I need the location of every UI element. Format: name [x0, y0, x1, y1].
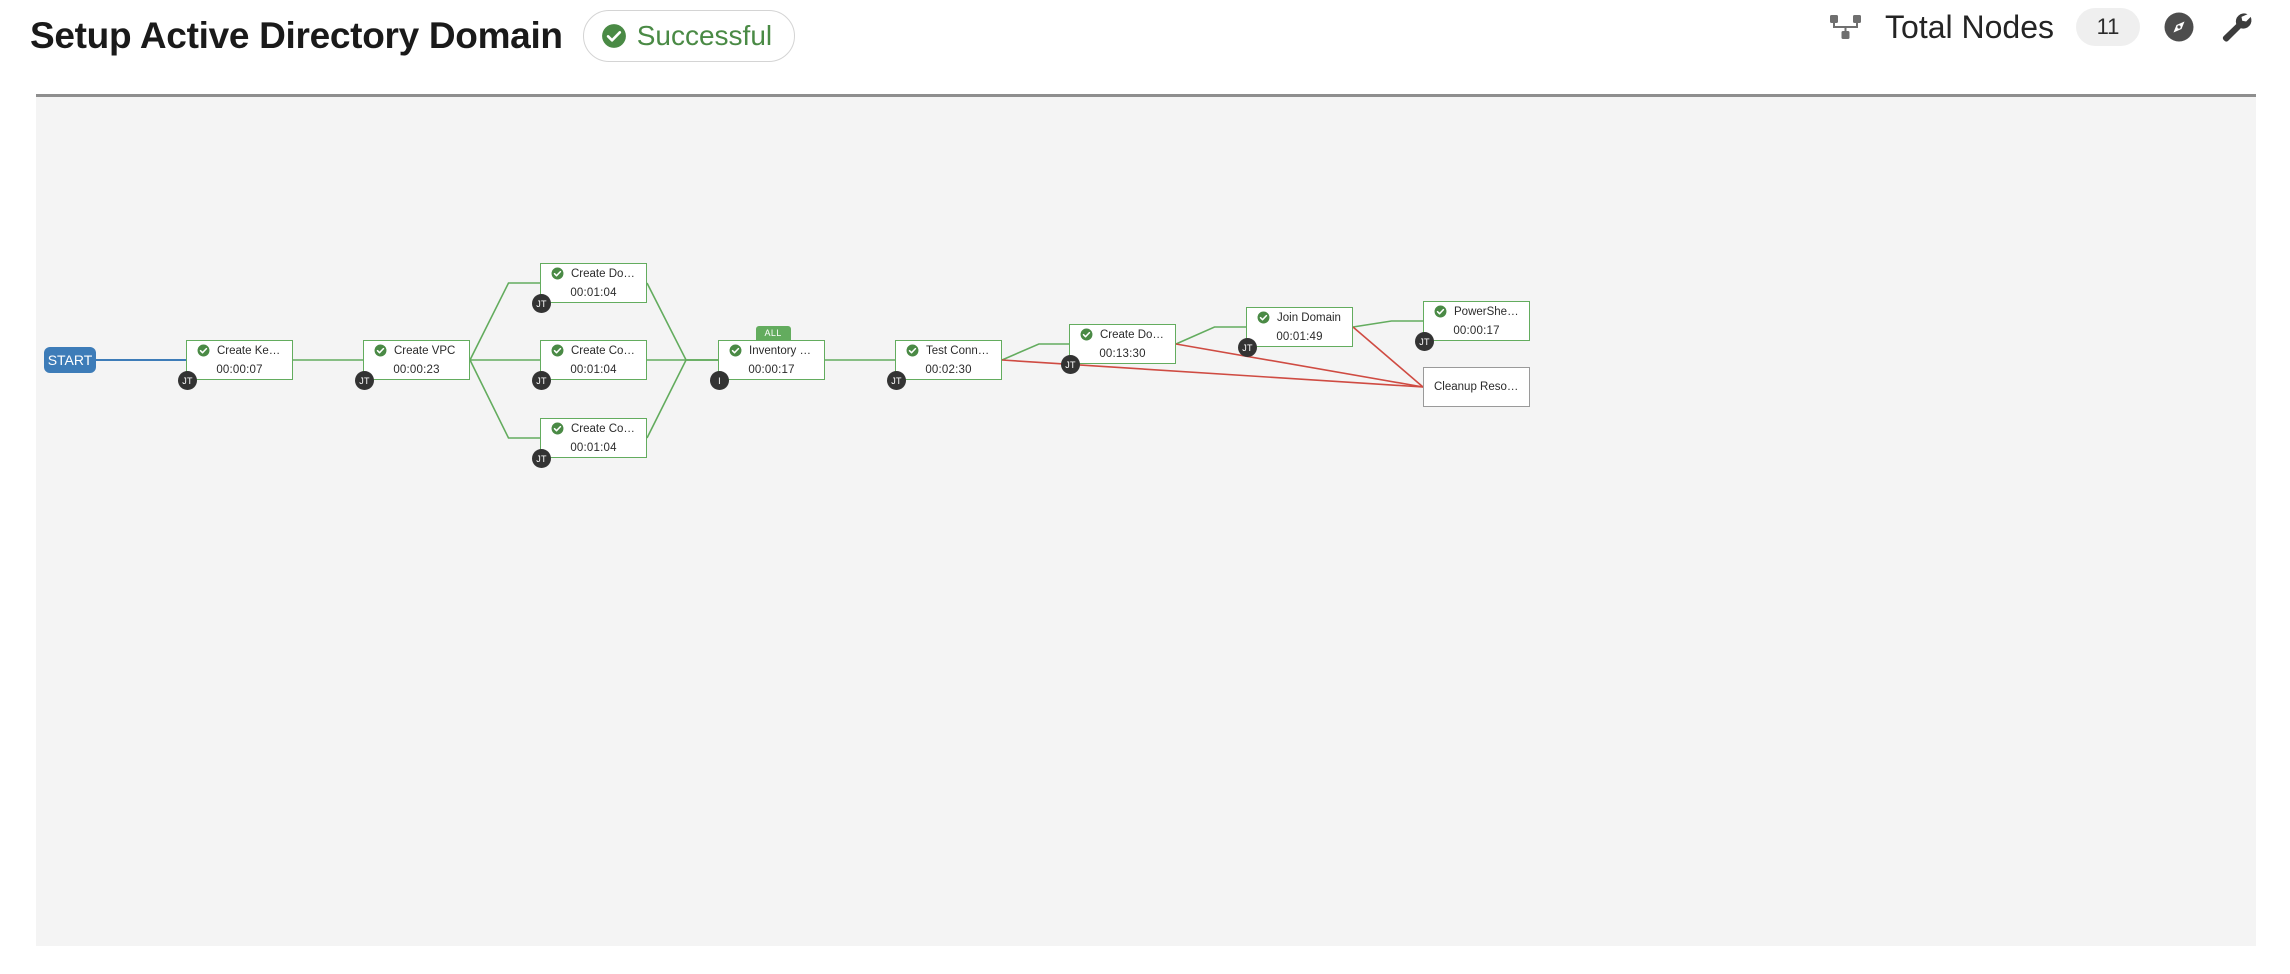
- header-divider: [36, 94, 2256, 97]
- check-circle-icon: [551, 267, 564, 280]
- node-title: Join Domain: [1277, 311, 1341, 324]
- edge-create-vpc-to-create-computer-2: [469, 359, 540, 439]
- edge-create-domain-controller-to-inventory-sync: [646, 282, 718, 361]
- check-circle-icon: [374, 344, 387, 357]
- header-right-group: Total Nodes 11: [1829, 8, 2254, 46]
- node-elapsed-time: 00:00:07: [216, 364, 263, 376]
- check-circle-icon: [1257, 311, 1270, 324]
- check-circle-icon: [729, 344, 742, 357]
- workflow-node-cleanup-resources[interactable]: Cleanup Resources: [1423, 367, 1530, 407]
- node-source-badge[interactable]: JT: [1238, 338, 1257, 357]
- check-circle-icon: [1434, 305, 1447, 318]
- node-title-row: PowerShell Validation: [1424, 305, 1529, 318]
- node-title-row: Join Domain: [1247, 311, 1352, 324]
- edge-join-domain-to-powershell-validation: [1352, 320, 1423, 328]
- node-title-row: Inventory Sync: [719, 344, 824, 357]
- check-circle-icon: [551, 344, 564, 357]
- node-elapsed-time: 00:00:17: [1453, 325, 1500, 337]
- node-title: Create Keypair: [217, 344, 282, 357]
- node-title-row: Create Computer (1): [541, 344, 646, 357]
- node-tag-all: ALL: [755, 326, 791, 341]
- node-title: Create Computer (2): [571, 422, 636, 435]
- start-node-label: START: [47, 352, 93, 368]
- check-circle-icon: [1080, 328, 1093, 341]
- node-title-row: Cleanup Resources: [1424, 381, 1529, 393]
- node-elapsed-time: 00:00:17: [748, 364, 795, 376]
- check-circle-icon: [551, 422, 564, 435]
- total-nodes-count: 11: [2076, 8, 2140, 46]
- node-title-row: Create Domain: [1070, 328, 1175, 341]
- node-source-badge[interactable]: JT: [1415, 332, 1434, 351]
- node-elapsed-time: 00:01:04: [570, 287, 617, 299]
- node-source-badge[interactable]: JT: [355, 371, 374, 390]
- header-left-group: Setup Active Directory Domain Successful: [30, 10, 796, 62]
- workflow-node-inventory-sync[interactable]: ALL Inventory Sync 00:00:17I: [710, 326, 825, 390]
- node-title: Create Domain: [1100, 328, 1165, 341]
- start-node[interactable]: START: [44, 347, 96, 373]
- node-title: Test Connectivity: [926, 344, 991, 357]
- page-title: Setup Active Directory Domain: [30, 15, 563, 56]
- node-source-badge[interactable]: JT: [532, 449, 551, 468]
- node-elapsed-time: 00:01:49: [1276, 331, 1323, 343]
- node-source-badge[interactable]: JT: [178, 371, 197, 390]
- node-source-badge[interactable]: JT: [1061, 355, 1080, 374]
- node-elapsed-time: 00:01:04: [570, 442, 617, 454]
- edge-create-vpc-to-create-domain-controller: [469, 282, 540, 361]
- edge-join-domain-to-cleanup-resources: [1352, 326, 1424, 388]
- compass-icon[interactable]: [2162, 10, 2196, 44]
- node-elapsed-time: 00:00:23: [393, 364, 440, 376]
- topology-icon: [1830, 15, 1862, 39]
- edge-test-connectivity-to-create-domain: [1001, 343, 1069, 361]
- node-elapsed-time: 00:13:30: [1099, 348, 1146, 360]
- node-title: Create VPC: [394, 344, 456, 357]
- node-title-row: Create Keypair: [187, 344, 292, 357]
- wrench-icon[interactable]: [2218, 10, 2254, 44]
- node-elapsed-time: 00:02:30: [925, 364, 972, 376]
- page-header: Setup Active Directory Domain Successful…: [0, 0, 2290, 97]
- node-title-row: Test Connectivity: [896, 344, 1001, 357]
- edge-create-domain-to-join-domain: [1175, 326, 1246, 345]
- check-circle-icon: [601, 24, 626, 48]
- node-title: Create Domain Contr...: [571, 267, 636, 280]
- status-badge: Successful: [582, 10, 796, 62]
- check-circle-icon: [197, 344, 210, 357]
- node-title: Cleanup Resources: [1434, 381, 1519, 393]
- node-source-badge[interactable]: JT: [532, 371, 551, 390]
- node-title: Inventory Sync: [749, 344, 814, 357]
- node-title-row: Create Computer (2): [541, 422, 646, 435]
- workflow-edges: [96, 282, 1424, 439]
- node-title: PowerShell Validation: [1454, 305, 1519, 318]
- node-source-badge[interactable]: JT: [887, 371, 906, 390]
- total-nodes-label: Total Nodes: [1885, 8, 2054, 45]
- node-source-badge[interactable]: I: [710, 371, 729, 390]
- check-circle-icon: [906, 344, 919, 357]
- edge-create-computer-2-to-inventory-sync: [646, 359, 718, 439]
- node-title-row: Create Domain Contr...: [541, 267, 646, 280]
- node-elapsed-time: 00:01:04: [570, 364, 617, 376]
- node-title-row: Create VPC: [364, 344, 469, 357]
- node-title: Create Computer (1): [571, 344, 636, 357]
- status-badge-label: Successful: [636, 20, 773, 51]
- node-source-badge[interactable]: JT: [532, 294, 551, 313]
- edge-create-domain-to-cleanup-resources: [1175, 343, 1424, 388]
